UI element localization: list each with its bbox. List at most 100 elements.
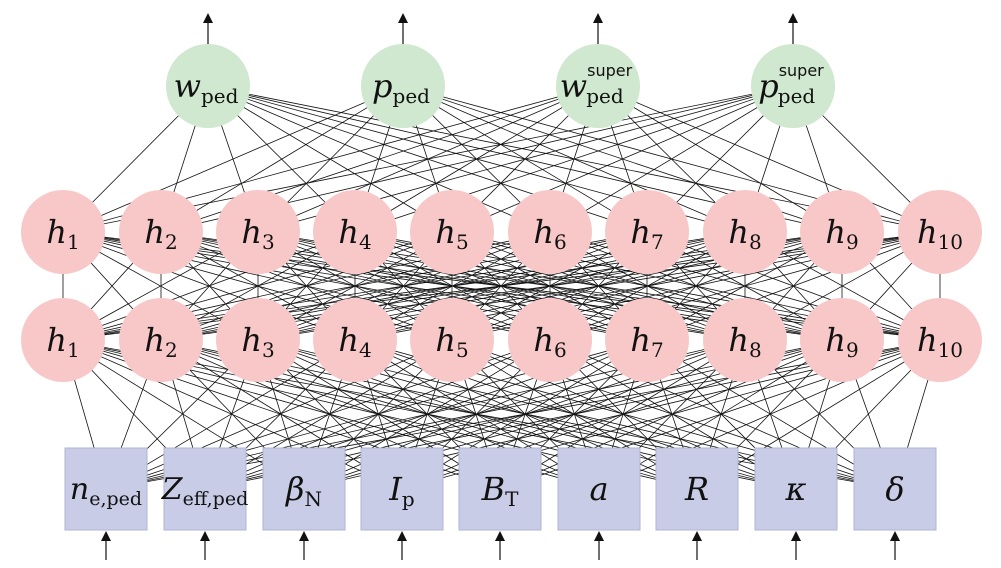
hidden-node-layer1-7: h7: [605, 190, 689, 274]
io-arrows: [101, 13, 900, 560]
hidden-node-label-base: h: [435, 213, 456, 251]
hidden-node-label-sub: 6: [554, 230, 567, 254]
hidden-node-circle: [508, 190, 592, 274]
output-node-label-base: w: [560, 67, 587, 105]
output-node-1: wped: [166, 44, 250, 128]
hidden-node-circle: [313, 190, 397, 274]
hidden-node-label-sub: 9: [846, 230, 859, 254]
output-node-2: pped: [361, 44, 445, 128]
input-node-box: [557, 447, 641, 531]
input-node-label-base: δ: [885, 470, 904, 508]
hidden-node-label-base: h: [46, 213, 67, 251]
hidden-node-circle: [800, 190, 884, 274]
hidden-node-label-base: h: [728, 213, 749, 251]
input-node-box: [853, 447, 937, 531]
hidden-node-label-base: h: [533, 213, 554, 251]
input-node-label-base: a: [589, 470, 608, 508]
edge-h1-10-to-h2-1: [62, 231, 941, 341]
hidden-node-label-base: h: [338, 213, 359, 251]
hidden-node-layer1-6: h6: [508, 190, 592, 274]
output-node-label-sub: ped: [586, 84, 624, 108]
hidden-node-label-sub: 7: [651, 230, 664, 254]
input-node-label-base: I: [388, 470, 403, 508]
input-node-label: BT: [481, 470, 520, 511]
hidden-node-layer2-10: h10: [898, 298, 982, 382]
hidden-node-layer1-3: h3: [216, 190, 300, 274]
hidden-node-label-base: h: [241, 213, 262, 251]
hidden-node-circle: [410, 190, 494, 274]
hidden-node-label: h2: [144, 213, 177, 254]
edge-h2-6-to-output-1: [207, 85, 551, 233]
input-node-7: R: [655, 447, 739, 531]
hidden-node-layer1-10: h10: [898, 190, 982, 274]
edge-input-5-to-h1-9: [499, 339, 843, 490]
input-node-5: BT: [458, 447, 542, 531]
hidden-node-layer1-1: h1: [21, 190, 105, 274]
input-node-label-base: κ: [785, 470, 807, 508]
hidden-node-label-base: h: [825, 321, 846, 359]
hidden-node-layer2-6: h6: [508, 298, 592, 382]
hidden-node-label-base: h: [435, 321, 456, 359]
hidden-node-label-base: h: [917, 213, 938, 251]
hidden-node-label-sub: 4: [359, 338, 372, 362]
hidden-node-label: h1: [46, 321, 79, 362]
input-node-label: ne,ped: [70, 472, 142, 511]
hidden-node-label-base: h: [917, 321, 938, 359]
edge-h2-9-to-output-3: [597, 85, 843, 233]
hidden-node-circle: [605, 298, 689, 382]
input-node-box: [655, 447, 739, 531]
hidden-node-circle: [313, 298, 397, 382]
hidden-node-circle: [21, 298, 105, 382]
edge-h1-4-to-h2-1: [62, 231, 356, 341]
hidden-node-label: h9: [825, 213, 858, 254]
hidden-node-label: h2: [144, 321, 177, 362]
output-node-label-base: p: [758, 67, 778, 105]
hidden-node-label: h4: [338, 321, 371, 362]
output-node-label-sup: super: [779, 61, 824, 80]
input-node-label-sub: eff,ped: [183, 488, 249, 510]
hidden-node-label-base: h: [630, 213, 651, 251]
input-node-label-base: n: [70, 472, 89, 507]
hidden-node-label-sub: 8: [749, 338, 762, 362]
hidden-node-layer2-4: h4: [313, 298, 397, 382]
hidden-node-layer1-5: h5: [410, 190, 494, 274]
output-node-label-sub: ped: [393, 84, 431, 108]
hidden-node-label-sub: 5: [456, 338, 469, 362]
hidden-node-label: h9: [825, 321, 858, 362]
hidden-node-label-sub: 9: [846, 338, 859, 362]
output-node-circle: [751, 44, 835, 128]
hidden-node-circle: [800, 298, 884, 382]
hidden-node-label-sub: 3: [262, 338, 275, 362]
input-node-label-base: β: [285, 470, 305, 508]
hidden-node-label: h10: [917, 321, 963, 362]
output-node-circle: [361, 44, 445, 128]
hidden-node-label-base: h: [144, 213, 165, 251]
input-node-label: κ: [785, 470, 807, 508]
output-node-label: wped: [174, 67, 239, 108]
input-node-label: Ip: [388, 470, 414, 511]
hidden-node-label-sub: 1: [67, 338, 80, 362]
hidden-node-label-sub: 3: [262, 230, 275, 254]
hidden-node-label: h6: [533, 213, 566, 254]
hidden-node-label-sub: 7: [651, 338, 664, 362]
hidden-node-label: h8: [728, 321, 761, 362]
input-node-label: βN: [285, 470, 322, 511]
input-node-label-sub: N: [305, 487, 323, 511]
hidden-node-label-base: h: [241, 321, 262, 359]
connection-edges: [62, 85, 941, 490]
hidden-node-circle: [898, 190, 982, 274]
output-node-circle: [166, 44, 250, 128]
input-node-box: [754, 447, 838, 531]
input-node-box: [64, 447, 148, 531]
hidden-node-layer2-5: h5: [410, 298, 494, 382]
hidden-node-circle: [703, 298, 787, 382]
hidden-node-label: h3: [241, 213, 274, 254]
input-node-4: Ip: [360, 447, 444, 531]
hidden-node-label: h10: [917, 213, 963, 254]
input-node-box: [262, 447, 346, 531]
input-node-label: a: [589, 470, 608, 508]
